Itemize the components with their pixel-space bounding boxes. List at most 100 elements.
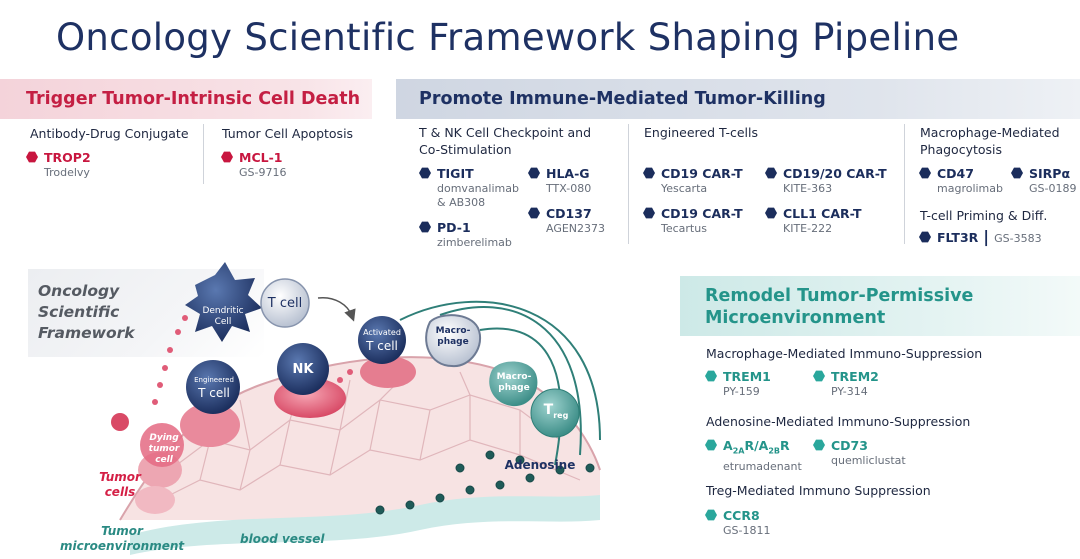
hexagon-icon (26, 151, 38, 163)
debris (111, 413, 129, 431)
hexagon-icon (643, 207, 655, 219)
drug-name: GS-0189 (1029, 182, 1077, 195)
nk-label: NK (292, 362, 314, 377)
remodel-section-heading: Remodel Tumor-Permissive Microenvironmen… (705, 286, 974, 328)
column-divider (203, 124, 204, 184)
trigger-section-banner: Trigger Tumor-Intrinsic Cell Death (0, 79, 372, 119)
hexagon-icon (705, 509, 717, 521)
target-name: TREM2 (831, 369, 879, 384)
drug-name: KITE-363 (783, 182, 833, 195)
separator: | (983, 227, 990, 246)
hexagon-icon (813, 439, 825, 451)
target-trem2: TREM2 PY-314 (813, 366, 879, 399)
treg-suppression-header: Treg-Mediated Immuno Suppression (706, 483, 931, 498)
hexagon-icon (705, 439, 717, 451)
priming-header: T-cell Priming & Diff. (920, 208, 1048, 223)
drug-name: magrolimab (937, 182, 1003, 195)
adenosine-label: Adenosine (504, 458, 576, 472)
drug-name: PY-314 (831, 385, 868, 398)
target-name: TREM1 (723, 369, 771, 384)
adenosine-suppression-header: Adenosine-Mediated Immuno-Suppression (706, 414, 971, 429)
drug-name: AGEN2373 (546, 222, 606, 235)
target-name: MCL-1 (239, 150, 283, 165)
target-name: CD47 (937, 166, 974, 181)
hexagon-icon (221, 151, 233, 163)
drug-name: quemliclustat (831, 454, 906, 467)
blood-vessel (130, 495, 600, 555)
trigger-section-heading: Trigger Tumor-Intrinsic Cell Death (26, 89, 361, 109)
target-name: HLA-G (546, 166, 590, 181)
hexagon-icon (419, 167, 431, 179)
dendritic-cell (185, 262, 262, 342)
target-name: CD19 CAR-T (661, 206, 743, 221)
drug-name: domvanalimab (437, 182, 519, 195)
target-hla-g: HLA-G TTX-080 (528, 163, 591, 196)
target-cd137: CD137 AGEN2373 (528, 203, 605, 236)
remodel-section-banner: Remodel Tumor-Permissive Microenvironmen… (680, 276, 1080, 336)
activated-t-cell-label: T cell (366, 339, 398, 353)
drug-name: GS-9716 (239, 166, 287, 179)
hexagon-icon (643, 167, 655, 179)
hexagon-icon (765, 207, 777, 219)
target-name: TIGIT (437, 166, 474, 181)
drug-name: Trodelvy (44, 166, 90, 179)
macrophage-cell-2 (489, 361, 538, 407)
dendritic-cell-label: Dendritic Cell (202, 306, 244, 327)
drug-name: GS-3583 (994, 232, 1042, 245)
hexagon-icon (528, 207, 540, 219)
engineered-small-label: Engineered (194, 376, 234, 384)
tumor-microenvironment-label: Tumor microenvironment (60, 524, 185, 553)
hexagon-icon (919, 167, 931, 179)
drug-name: Yescarta (661, 182, 708, 195)
tumor-cells-label: Tumor cells (99, 470, 141, 499)
nk-cell (277, 343, 329, 395)
target-name: CCR8 (723, 508, 760, 523)
drug-name: etrumadenant (723, 459, 802, 473)
tumor-cell (360, 356, 416, 388)
tumor-cell (135, 486, 175, 514)
hexagon-icon (919, 231, 931, 243)
target-name: TROP2 (44, 150, 91, 165)
macrophage-label-2: Macro-phage (496, 372, 532, 393)
target-trem1: TREM1 PY-159 (705, 366, 771, 399)
promote-section-banner: Promote Immune-Mediated Tumor-Killing (396, 79, 1080, 119)
apoptosis-header: Tumor Cell Apoptosis (222, 126, 354, 141)
macrophage-label: Macro-phage (435, 326, 471, 347)
treg-main: T (543, 402, 554, 418)
drug-name: Tecartus (661, 222, 707, 235)
drug-name: TTX-080 (546, 182, 592, 195)
hexagon-icon (528, 167, 540, 179)
adenosine-chain (375, 450, 595, 515)
engineered-t-cell-label: T cell (198, 386, 230, 400)
target-name: PD-1 (437, 220, 471, 235)
macrophage-phago-header: Macrophage-Mediated Phagocytosis (920, 125, 1060, 157)
target-name: CD19/20 CAR-T (783, 166, 887, 181)
column-divider (904, 124, 905, 244)
engineered-t-cell (186, 360, 240, 414)
target-trop2: TROP2 Trodelvy (26, 147, 91, 180)
hexagon-icon (419, 221, 431, 233)
target-name: A2AR/A2BR (723, 438, 790, 456)
treg-sub: reg (553, 410, 569, 420)
framework-label: Oncology Scientific Framework (38, 282, 135, 342)
hexagon-icon (705, 370, 717, 382)
drug-name: zimberelimab (437, 236, 512, 249)
activated-small-label: Activated (363, 328, 401, 337)
blood-vessel-label: blood vessel (240, 532, 325, 546)
macrophage-cell (425, 314, 482, 368)
hexagon-icon (765, 167, 777, 179)
target-name: SIRPα (1029, 166, 1071, 181)
page-title: Oncology Scientific Framework Shaping Pi… (56, 16, 960, 59)
activated-t-cell (358, 316, 406, 364)
column-divider (628, 124, 629, 244)
target-name: CD137 (546, 206, 592, 221)
target-sirpa: SIRPα GS-0189 (1011, 163, 1076, 196)
dying-cell-label: Dying tumor cell (148, 433, 180, 465)
t-cell (260, 278, 310, 328)
target-cd19-cart-2: CD19 CAR-T Tecartus (643, 203, 743, 236)
target-name: FLT3R (937, 230, 979, 245)
target-cd73: CD73 quemliclustat (813, 435, 906, 468)
checkpoint-header: T & NK Cell Checkpoint and Co-Stimulatio… (419, 125, 592, 157)
tumor-illustration (111, 262, 601, 555)
target-name: CLL1 CAR-T (783, 206, 862, 221)
